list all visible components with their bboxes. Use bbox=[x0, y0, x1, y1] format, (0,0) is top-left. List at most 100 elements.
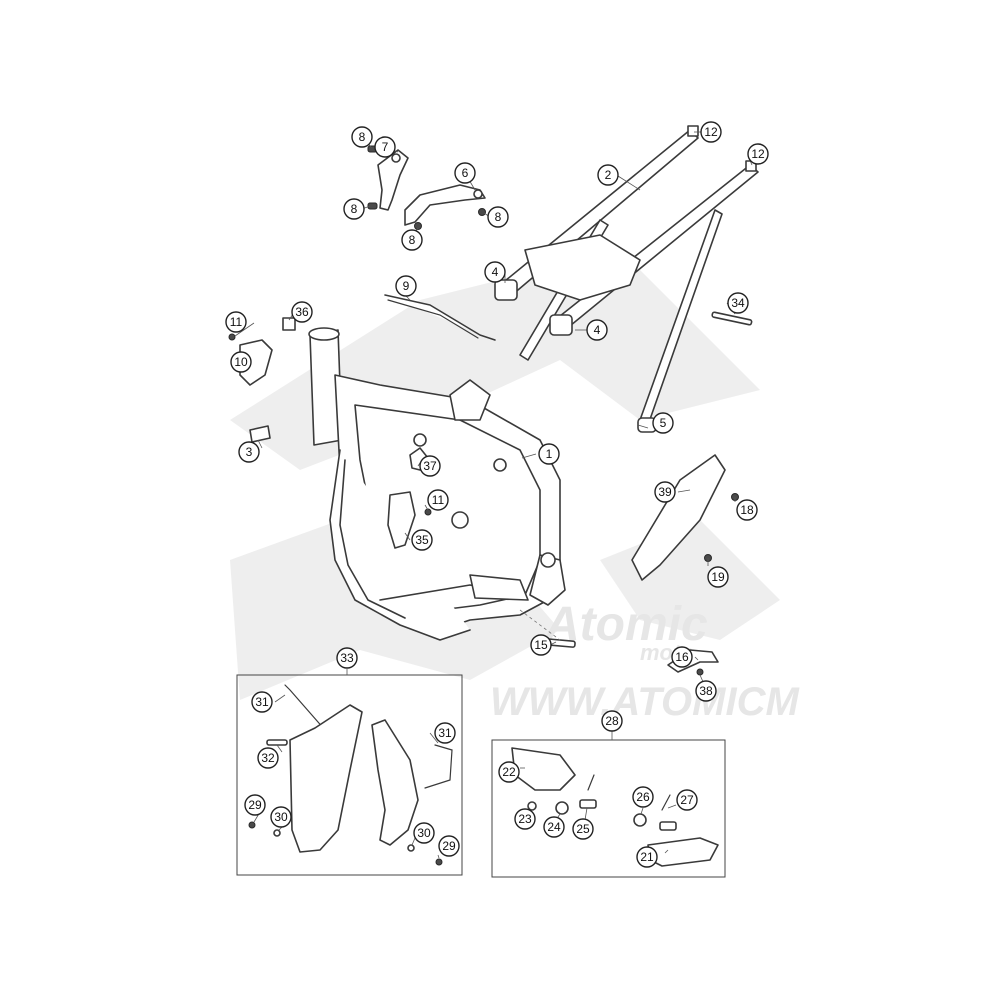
callout-11b: 11 bbox=[427, 489, 449, 511]
callout-37: 37 bbox=[419, 455, 441, 477]
frame-lug-1 bbox=[413, 433, 427, 447]
footpeg-22 bbox=[511, 747, 576, 791]
bolt-15-axis bbox=[519, 609, 561, 641]
callout-25: 25 bbox=[572, 818, 594, 840]
washer-30-a bbox=[273, 829, 281, 837]
bracket-6 bbox=[404, 184, 486, 226]
callout-23: 23 bbox=[514, 808, 536, 830]
frame-guard-right bbox=[371, 719, 419, 846]
callout-35: 35 bbox=[411, 529, 433, 551]
callout-34: 34 bbox=[727, 292, 749, 314]
callout-7: 7 bbox=[374, 136, 396, 158]
spring-26 bbox=[633, 813, 647, 827]
bracket-6-hole bbox=[473, 189, 483, 199]
callout-8c: 8 bbox=[487, 206, 509, 228]
svg-text:31: 31 bbox=[438, 726, 452, 740]
svg-text:8: 8 bbox=[409, 233, 416, 247]
callout-31b: 31 bbox=[434, 722, 456, 744]
svg-text:2: 2 bbox=[605, 168, 612, 182]
svg-text:8: 8 bbox=[495, 210, 502, 224]
callout-24: 24 bbox=[543, 816, 565, 838]
svg-text:30: 30 bbox=[274, 810, 288, 824]
engine-mount-brackets bbox=[367, 145, 486, 230]
leader-27 bbox=[667, 804, 677, 809]
callout-18: 18 bbox=[736, 499, 758, 521]
pin-25 bbox=[579, 799, 597, 809]
svg-text:31: 31 bbox=[255, 695, 269, 709]
callout-2: 2 bbox=[597, 164, 619, 186]
callout-22: 22 bbox=[498, 761, 520, 783]
footpeg-bracket bbox=[469, 574, 529, 601]
callout-8a: 8 bbox=[351, 126, 373, 148]
svg-text:37: 37 bbox=[423, 459, 437, 473]
svg-text:35: 35 bbox=[415, 533, 429, 547]
leader-32 bbox=[276, 744, 283, 753]
svg-text:19: 19 bbox=[711, 570, 725, 584]
footpeg-box bbox=[491, 739, 726, 878]
screw-38 bbox=[696, 668, 704, 676]
frame-lug-3 bbox=[493, 458, 507, 472]
callout-27: 27 bbox=[676, 789, 698, 811]
spring-24 bbox=[555, 801, 569, 815]
wire-31-b bbox=[424, 744, 453, 789]
leader-5 bbox=[637, 424, 649, 429]
nut-8-c bbox=[478, 208, 486, 216]
frame-guard-kit bbox=[236, 674, 463, 876]
leader-25 bbox=[584, 807, 588, 821]
callout-10: 10 bbox=[230, 351, 252, 373]
subframe-mount-right bbox=[549, 314, 573, 336]
pin-27-body bbox=[659, 821, 677, 831]
frame-lug-4 bbox=[540, 552, 556, 568]
bumper-3 bbox=[249, 425, 271, 443]
washer-30-b bbox=[407, 844, 415, 852]
wire-31-a bbox=[284, 684, 326, 731]
svg-text:12: 12 bbox=[751, 147, 765, 161]
callout-8d: 8 bbox=[401, 229, 423, 251]
leader-1 bbox=[521, 453, 537, 459]
screw-11-a bbox=[228, 333, 236, 341]
subframe-mount-left bbox=[494, 279, 518, 301]
callout-19: 19 bbox=[707, 566, 729, 588]
frame-guard-left bbox=[289, 704, 363, 853]
leader-31b bbox=[429, 732, 439, 744]
callout-1: 1 bbox=[538, 443, 560, 465]
callout-21: 21 bbox=[636, 846, 658, 868]
callout-4b: 4 bbox=[586, 319, 608, 341]
svg-text:11: 11 bbox=[230, 315, 243, 329]
callout-8b: 8 bbox=[343, 198, 365, 220]
svg-text:38: 38 bbox=[699, 684, 713, 698]
svg-text:18: 18 bbox=[740, 503, 754, 517]
leader-30b bbox=[411, 837, 416, 846]
leader-31a bbox=[274, 694, 286, 703]
callout-12b: 12 bbox=[747, 143, 769, 165]
callout-6: 6 bbox=[454, 162, 476, 184]
bracket-10 bbox=[239, 339, 273, 386]
svg-text:26: 26 bbox=[636, 790, 650, 804]
down-tube-inner bbox=[339, 459, 406, 619]
cotter-pin-b bbox=[661, 794, 671, 811]
footpeg-kit bbox=[491, 739, 726, 878]
washer-23 bbox=[527, 801, 537, 811]
svg-text:3: 3 bbox=[246, 445, 253, 459]
svg-text:4: 4 bbox=[492, 265, 499, 279]
callout-5: 5 bbox=[652, 412, 674, 434]
svg-text:36: 36 bbox=[295, 305, 309, 319]
svg-text:12: 12 bbox=[704, 125, 718, 139]
swingarm-pivot bbox=[529, 554, 566, 606]
callout-26: 26 bbox=[632, 786, 654, 808]
cotter-pin-a bbox=[587, 774, 595, 791]
leader-29b bbox=[437, 854, 440, 859]
svg-text:29: 29 bbox=[248, 798, 262, 812]
callout-30a: 30 bbox=[270, 806, 292, 828]
shock-mount bbox=[449, 379, 491, 421]
svg-text:11: 11 bbox=[432, 493, 445, 507]
svg-text:32: 32 bbox=[261, 751, 275, 765]
nut-8-d bbox=[414, 222, 422, 230]
center-components bbox=[387, 447, 576, 648]
subframe-cross-member bbox=[524, 234, 641, 301]
callout-29a: 29 bbox=[244, 794, 266, 816]
bracket-7-hole bbox=[391, 153, 401, 163]
callout-36: 36 bbox=[291, 301, 313, 323]
front-brackets bbox=[228, 317, 296, 443]
cable-harness-inner bbox=[387, 299, 479, 339]
